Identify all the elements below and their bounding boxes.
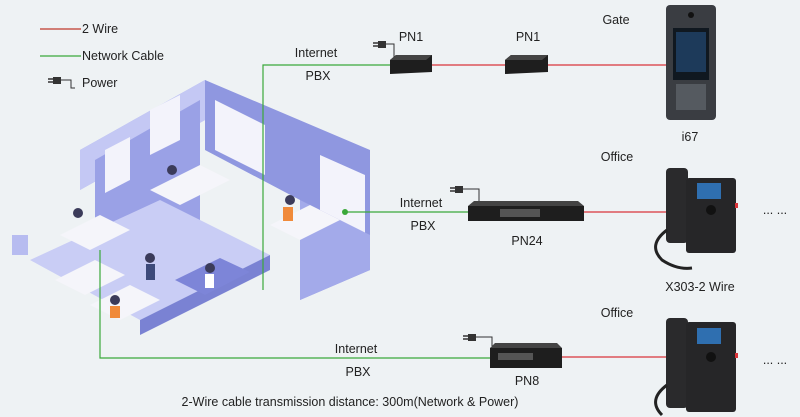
pn1-right-label: PN1 [515, 30, 541, 44]
pn8-switch-device [490, 343, 562, 368]
pn24-label: PN24 [511, 234, 543, 248]
pn1-left-label: PN1 [398, 30, 424, 44]
legend-power-plug-icon [48, 77, 75, 89]
bottom-internet-label: Internet [334, 342, 378, 356]
middle-office-label: Office [600, 150, 634, 164]
legend-power-label: Power [82, 76, 118, 90]
bottom-pbx-label: PBX [345, 365, 371, 379]
caption: 2-Wire cable transmission distance: 300m… [181, 395, 519, 409]
i67-gate-device [666, 5, 716, 120]
middle-power-plug-icon [450, 186, 480, 202]
top-internet-label: Internet [294, 46, 338, 60]
bottom-more-label: ... ... [762, 353, 788, 367]
bottom-power-plug-icon [463, 334, 493, 346]
middle-internet-label: Internet [399, 196, 443, 210]
middle-pbx-label: PBX [410, 219, 436, 233]
x303-phone-device-middle [654, 168, 738, 270]
bottom-office-label: Office [600, 306, 634, 320]
x303-phone-device-bottom [654, 318, 738, 417]
pn1-left-device [390, 55, 432, 74]
office-illustration [12, 80, 370, 335]
pn1-right-device [505, 55, 548, 74]
legend-network-cable-label: Network Cable [82, 49, 164, 63]
i67-label: i67 [681, 130, 699, 144]
x303-label: X303-2 Wire [665, 280, 735, 294]
top-power-plug-icon [373, 41, 395, 57]
legend-two-wire-label: 2 Wire [82, 22, 119, 36]
top-network-cable [262, 64, 390, 290]
pn24-switch-device [468, 201, 584, 221]
bottom-network-cable [99, 250, 490, 359]
pn8-label: PN8 [514, 374, 540, 388]
top-pbx-label: PBX [305, 69, 331, 83]
gate-label: Gate [602, 13, 630, 27]
middle-more-label: ... ... [762, 203, 788, 217]
